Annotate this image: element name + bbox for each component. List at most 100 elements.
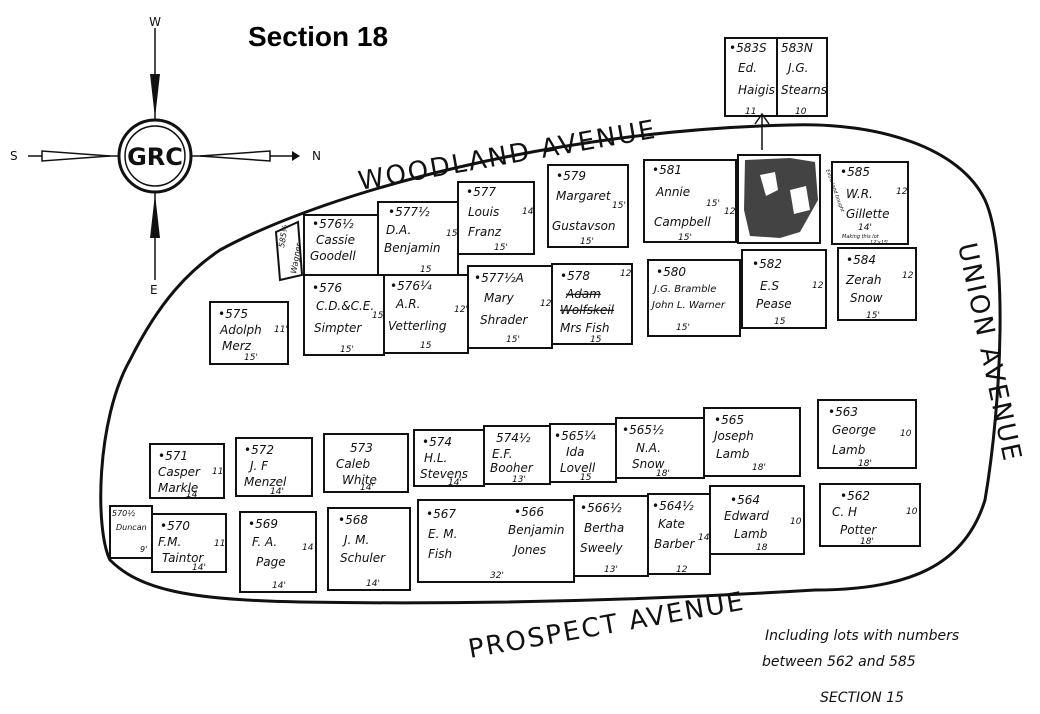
- lot-576half-number: •576½: [312, 217, 354, 231]
- lot-575-dim-b: 15': [244, 353, 258, 363]
- lot-572[interactable]: •572 J. F Menzel 14': [235, 437, 313, 497]
- lot-569[interactable]: •569 F. A. Page 14 14': [239, 511, 317, 593]
- lot-570[interactable]: •570 F.M. Taintor 11 14': [151, 513, 227, 573]
- lot-563-number: •563: [828, 405, 858, 419]
- lot-565quarter-dim-b: 15: [580, 473, 592, 483]
- lot-585half[interactable]: 585½ Wagner: [274, 220, 303, 282]
- lot-565quarter[interactable]: •565¼ Ida Lovell 15: [549, 423, 617, 483]
- lot-582-dim-b: 15: [774, 317, 786, 327]
- lot-577a[interactable]: •577½A Mary Shrader 12 15': [467, 265, 553, 349]
- lot-562[interactable]: •562 C. H Potter 10 18': [819, 483, 921, 547]
- lot-570half[interactable]: 570½ Duncan 9': [109, 505, 153, 559]
- lot-582[interactable]: •582 E.S Pease 12 15: [741, 249, 827, 329]
- lot-575-dim-r: 11': [274, 325, 288, 335]
- lot-568[interactable]: •568 J. M. Schuler 14': [327, 507, 411, 591]
- lot-585[interactable]: •585 W.R. Gillette 12 14' Extra land bou…: [824, 161, 909, 246]
- lot-564half[interactable]: •564½ Kate Barber 14 12: [647, 493, 711, 575]
- lot-566half-number: •566½: [580, 501, 622, 515]
- lot-565[interactable]: •565 Joseph Lamb 18': [703, 407, 801, 477]
- lot-581-number: •581: [652, 163, 682, 177]
- lot-564half-dim-r: 14: [698, 533, 710, 543]
- lot-576quarter-dim-r: 12': [454, 305, 468, 315]
- lot-569-owner: F. A.: [252, 535, 277, 549]
- lot-572-number: •572: [244, 443, 274, 457]
- lot-578-owner: Adam: [565, 287, 601, 301]
- lot-565half[interactable]: •565½ N.A. Snow 18': [615, 417, 705, 479]
- lot-579-dim-b: 15': [580, 237, 594, 247]
- lot-583s-owner: Ed.: [738, 61, 757, 75]
- lot-577a-dim-r: 12: [540, 299, 552, 309]
- lot-566-number: •566: [514, 505, 544, 519]
- lot-576half-owner: Cassie: [316, 233, 355, 247]
- lot-580-owner: J.G. Bramble: [652, 284, 716, 295]
- lot-583s-dim: 11: [745, 107, 756, 117]
- lot-577a-owner: Mary: [484, 291, 515, 305]
- lot-579-dim-r: 15': [612, 201, 626, 211]
- lot-584-dim-r: 12: [902, 271, 914, 281]
- lot-564-dim-r: 10: [790, 517, 802, 527]
- lot-576half[interactable]: •576½ Cassie Goodell: [303, 214, 379, 276]
- lot-573[interactable]: 573 Caleb White 14': [323, 433, 409, 493]
- lot-567[interactable]: •567 E. M. Fish 32': [417, 499, 575, 583]
- lot-564-number: •564: [730, 493, 760, 507]
- lot-574half-owner: E.F.: [492, 447, 513, 461]
- lot-565-number: •565: [714, 413, 744, 427]
- lot-566half[interactable]: •566½ Bertha Sweely 13': [573, 495, 649, 577]
- lot-574half-owner-2: Booher: [490, 461, 534, 475]
- lot-577[interactable]: •577 Louis Franz 14 15': [457, 181, 535, 255]
- lot-obscured: [737, 154, 821, 244]
- lot-572-dim-b: 14': [270, 487, 284, 497]
- lot-585-number: •585: [840, 165, 870, 179]
- lot-562-owner: C. H: [832, 505, 857, 519]
- lot-568-dim-b: 14': [366, 579, 380, 589]
- caption-line-1: Including lots with numbers: [765, 628, 959, 644]
- lot-574half[interactable]: 574½ E.F. Booher 13': [483, 425, 551, 485]
- lot-571-number: •571: [158, 449, 188, 463]
- lot-578-number: •578: [560, 269, 590, 283]
- lot-564half-dim-b: 12: [676, 565, 688, 575]
- lot-565half-owner-2: Snow: [632, 457, 665, 471]
- lot-579[interactable]: •579 Margaret Gustavson 15' 15': [547, 164, 629, 248]
- lot-577half-number: •577½: [388, 205, 430, 219]
- lot-585half-number: 585½: [277, 224, 290, 248]
- lot-580[interactable]: •580 J.G. Bramble John L. Warner 15': [647, 259, 741, 337]
- lot-571[interactable]: •571 Casper Markle 11 14: [149, 443, 225, 500]
- lot-577half-dim-b: 15: [420, 265, 432, 275]
- lot-562-owner-2: Potter: [840, 523, 877, 537]
- lot-577-number: •577: [466, 185, 496, 199]
- lot-581-dim-r: 12: [724, 207, 736, 217]
- compass-w-label: W: [149, 15, 161, 29]
- lot-583[interactable]: •583S Ed. Haigis 583N J.G. Stearns 11 10: [724, 37, 828, 117]
- lot-576quarter[interactable]: •576¼ A.R. Vetterling 12' 15: [383, 274, 469, 354]
- lot-573-dim-b: 14': [360, 483, 374, 493]
- lot-572-owner-2: Menzel: [244, 475, 287, 489]
- lot-582-dim-r: 12: [812, 281, 824, 291]
- lot-580-dim-b: 15': [676, 323, 690, 333]
- lot-570half-dim: 9': [140, 545, 147, 554]
- lot-563[interactable]: •563 George Lamb 10 18': [817, 399, 917, 469]
- lot-573-number: 573: [350, 441, 373, 455]
- arrow-up-icon: [754, 112, 770, 150]
- lot-577half-owner-2: Benjamin: [384, 241, 441, 255]
- compass-logo: GRC: [127, 143, 183, 171]
- lot-575[interactable]: •575 Adolph Merz 11' 15': [209, 301, 289, 365]
- lot-576quarter-dim-b: 15: [420, 341, 432, 351]
- lot-578[interactable]: •578 Adam Wolfskeil Mrs Fish 12 15: [551, 263, 633, 345]
- lot-577a-number: •577½A: [474, 271, 524, 285]
- compass-rose-icon: GRC W N S E: [10, 15, 321, 297]
- lot-583n-owner-2: Stearns: [781, 83, 827, 97]
- lot-574[interactable]: •574 H.L. Stevens 14': [413, 429, 485, 488]
- lot-576-dim-b: 15': [340, 345, 354, 355]
- lot-577half[interactable]: •577½ D.A. Benjamin 15 15: [377, 201, 459, 276]
- lot-575-number: •575: [218, 307, 248, 321]
- lot-584[interactable]: •584 Zerah Snow 12 15': [837, 247, 917, 321]
- lot-564[interactable]: •564 Edward Lamb 10 18: [709, 485, 805, 555]
- lot-581[interactable]: •581 Annie Campbell 15' 12 15': [643, 159, 737, 243]
- section-boundary: [99, 123, 1002, 605]
- lot-576[interactable]: •576 C.D.&C.E. Simpter 15 15': [303, 274, 385, 356]
- lot-564-owner-2: Lamb: [734, 527, 768, 541]
- lot-574-owner: H.L.: [424, 451, 447, 465]
- lot-563-owner-2: Lamb: [832, 443, 866, 457]
